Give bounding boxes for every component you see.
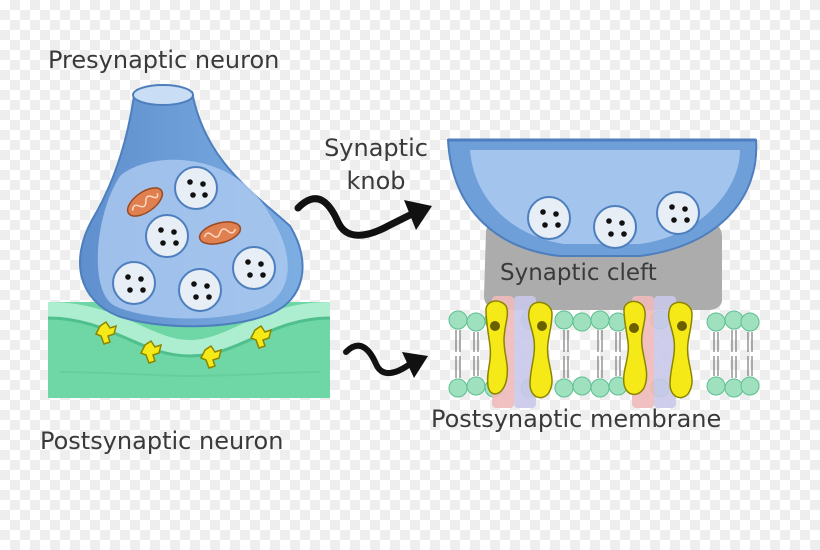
postsynaptic-neuron-label: Postsynaptic neuron [40, 427, 284, 455]
synaptic-knob-label-line1: Synaptic [324, 134, 428, 162]
vesicle [112, 261, 156, 305]
left-receptors [94, 320, 273, 369]
vesicle [178, 268, 222, 312]
vesicle [174, 166, 218, 210]
synaptic-knob-label: Synaptic knob [314, 132, 438, 198]
presynaptic-neuron-label: Presynaptic neuron [48, 46, 280, 74]
vesicle [232, 246, 276, 290]
arrow-to-membrane [343, 342, 428, 378]
mitochondrion [126, 187, 164, 217]
knob-vesicles [527, 191, 700, 249]
synaptic-knob-label-line2: knob [346, 167, 406, 195]
left-vesicles [112, 166, 276, 312]
vesicle [145, 214, 189, 258]
receptor-channels [485, 296, 693, 408]
postsynaptic-membrane-label: Postsynaptic membrane [431, 405, 722, 433]
vesicle [656, 191, 700, 235]
vesicle [527, 196, 571, 240]
mitochondria [126, 187, 242, 245]
arrow-to-knob [294, 195, 432, 239]
vesicle [593, 205, 637, 249]
synaptic-cleft-label: Synaptic cleft [500, 260, 657, 286]
mitochondrion [198, 221, 242, 245]
